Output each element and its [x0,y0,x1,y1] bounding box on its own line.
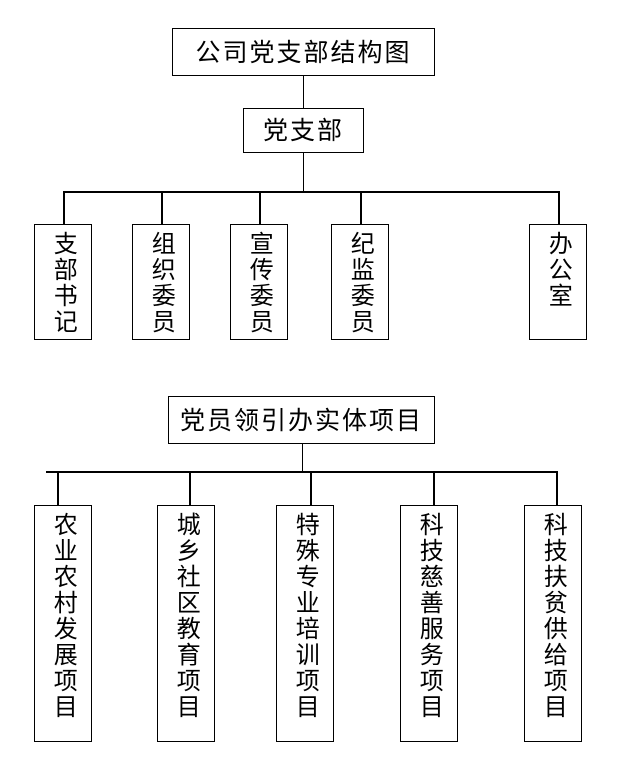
connector-drop-project-2 [189,471,191,505]
project-node-5-label: 科技扶贫供给项目 [539,512,568,720]
branch-node-3-label: 宣传委员 [245,231,274,335]
connector-drop-project-3 [310,471,312,505]
chart-title-label: 公司党支部结构图 [195,37,412,67]
connector-drop-project-5 [556,471,558,505]
connector-title-to-root [302,76,305,108]
connector-drop-project-4 [433,471,435,505]
branch-node-1-label: 支部书记 [49,231,78,335]
project-node-5: 科技扶贫供给项目 [524,505,582,742]
branch-node-4: 纪监委员 [331,224,389,340]
root-box-label: 党支部 [262,116,344,145]
connector-drop-branch-4 [360,191,362,224]
root-box-party-branch: 党支部 [243,108,364,153]
branch-node-5: 办公室 [529,224,587,340]
connector-drop-branch-3 [259,191,261,224]
branch-node-4-label: 纪监委员 [346,231,375,335]
connector-drop-branch-1 [63,191,65,224]
projects-header-label: 党员领引办实体项目 [180,405,424,435]
projects-header-box: 党员领引办实体项目 [168,396,435,444]
branch-node-1: 支部书记 [34,224,92,340]
project-node-4-label: 科技慈善服务项目 [415,512,444,720]
connector-bus-branches [63,191,559,193]
project-node-1-label: 农业农村发展项目 [49,512,78,720]
project-node-3-label: 特殊专业培训项目 [291,512,320,720]
project-node-3: 特殊专业培训项目 [276,505,334,742]
branch-node-5-label: 办公室 [544,231,573,309]
chart-title-box: 公司党支部结构图 [172,28,435,76]
connector-drop-branch-2 [161,191,163,224]
project-node-4: 科技慈善服务项目 [400,505,458,742]
project-node-2-label: 城乡社区教育项目 [172,512,201,720]
branch-node-2: 组织委员 [132,224,190,340]
connector-drop-project-1 [57,471,59,505]
connector-bus-projects [46,471,558,473]
branch-node-2-label: 组织委员 [147,231,176,335]
connector-projects-header-to-bus [301,444,304,472]
connector-root-to-bus [302,153,305,192]
project-node-1: 农业农村发展项目 [34,505,92,742]
connector-drop-branch-5 [558,191,560,224]
project-node-2: 城乡社区教育项目 [157,505,215,742]
branch-node-3: 宣传委员 [230,224,288,340]
